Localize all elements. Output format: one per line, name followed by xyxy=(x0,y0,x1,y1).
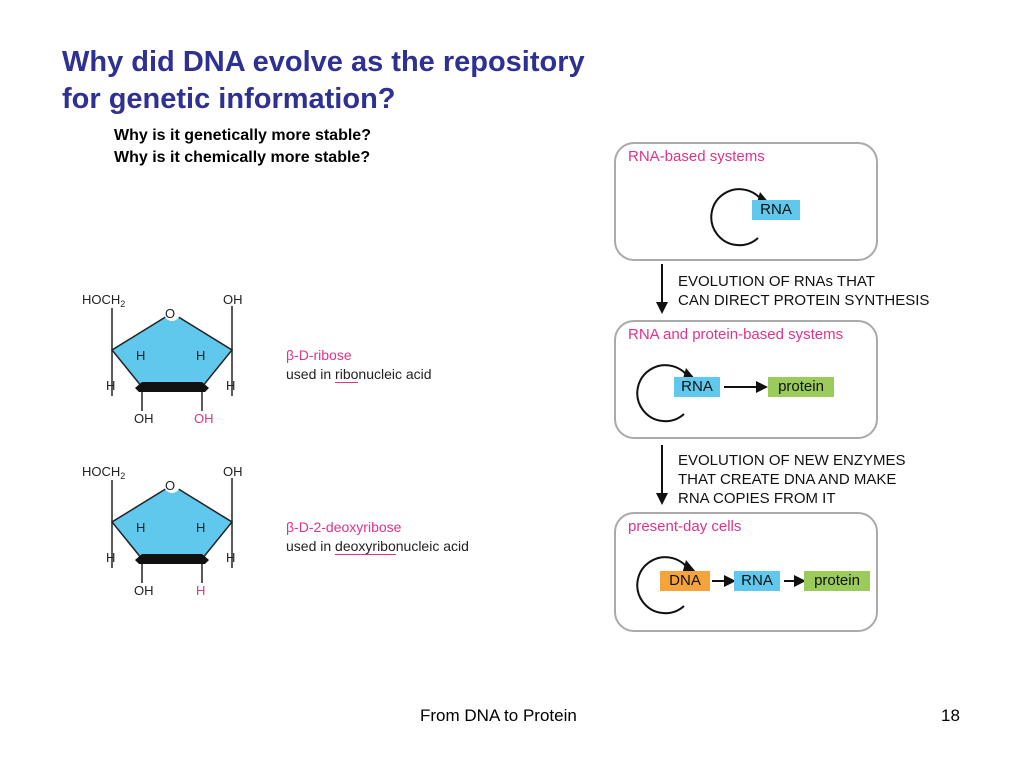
down-arrow-1 xyxy=(656,264,668,314)
sub-question-genetic: Why is it genetically more stable? xyxy=(114,127,371,144)
usage-underlined: ribo xyxy=(335,366,359,383)
self-replication-cycle-arrow xyxy=(636,556,696,615)
evolution-step-1-line-1: EVOLUTION OF RNAs THAT xyxy=(678,273,875,290)
outer-h-right-label: H xyxy=(226,550,236,565)
top-oh-label: OH xyxy=(223,464,243,479)
protein-box: protein xyxy=(768,377,834,397)
outer-h-left-label: H xyxy=(106,550,116,565)
deoxyribose-ring-drawing xyxy=(110,477,234,583)
hoch2-label: HOCH2 xyxy=(82,464,125,481)
inner-h-left-label: H xyxy=(136,348,146,363)
hoch2-label: HOCH2 xyxy=(82,292,125,309)
deoxyribose-structure: HOCH2 O OH H H H H OH H β-D-2-deoxyribos… xyxy=(72,458,532,608)
outer-h-right-label: H xyxy=(226,378,236,393)
panel-title: RNA and protein-based systems xyxy=(628,326,844,343)
ribose-ring-drawing xyxy=(110,305,234,411)
deoxyribose-name: β-D-2-deoxyribose xyxy=(286,519,402,535)
panel-title: RNA-based systems xyxy=(628,148,765,165)
ribose-name: β-D-ribose xyxy=(286,347,352,363)
hoch-text: HOCH xyxy=(82,292,121,307)
usage-suffix: nucleic acid xyxy=(358,366,432,382)
panel-rna-and-protein-systems: RNA and protein-based systems RNA protei… xyxy=(614,320,878,439)
dna-box: DNA xyxy=(660,571,710,591)
evolution-step-2: EVOLUTION OF NEW ENZYMES THAT CREATE DNA… xyxy=(678,451,906,508)
protein-box: protein xyxy=(804,571,870,591)
deoxyribose-caption: β-D-2-deoxyribose used in deoxyribonucle… xyxy=(286,518,469,556)
rna-to-protein-arrow xyxy=(784,575,806,587)
hoch-subscript: 2 xyxy=(120,471,126,481)
usage-prefix: used in xyxy=(286,366,336,382)
ring-oxygen-label: O xyxy=(165,306,176,321)
panel-present-day-cells: present-day cells DNA RNA protein xyxy=(614,512,878,632)
ring-oxygen-label: O xyxy=(165,478,176,493)
sub-questions: Why is it genetically more stable? Why i… xyxy=(114,125,371,169)
evolution-step-2-line-1: EVOLUTION OF NEW ENZYMES xyxy=(678,452,906,469)
footer-title: From DNA to Protein xyxy=(420,706,577,725)
panel-title: present-day cells xyxy=(628,518,742,535)
rna-box: RNA xyxy=(674,377,720,397)
usage-prefix: used in xyxy=(286,538,336,554)
sub-question-chemical: Why is it chemically more stable? xyxy=(114,149,371,166)
two-prime-oh-label: OH xyxy=(194,411,214,426)
top-oh-label: OH xyxy=(223,292,243,307)
inner-h-left-label: H xyxy=(136,520,146,535)
rna-box: RNA xyxy=(752,200,800,220)
usage-underlined: deoxyribo xyxy=(335,538,396,555)
inner-h-right-label: H xyxy=(196,520,206,535)
outer-h-left-label: H xyxy=(106,378,116,393)
title-line-2: for genetic information? xyxy=(62,83,396,115)
usage-suffix: nucleic acid xyxy=(395,538,469,554)
ribose-usage: used in ribonucleic acid xyxy=(286,365,432,384)
bottom-left-oh-label: OH xyxy=(134,411,154,426)
ribose-caption: β-D-ribose used in ribonucleic acid xyxy=(286,346,432,384)
two-prime-h-label: H xyxy=(196,583,206,598)
inner-h-right-label: H xyxy=(196,348,206,363)
dna-to-rna-arrow xyxy=(712,575,736,587)
evolution-step-2-line-2: THAT CREATE DNA AND MAKE xyxy=(678,471,897,488)
panel-rna-based-systems: RNA-based systems RNA xyxy=(614,142,878,261)
evolution-step-1: EVOLUTION OF RNAs THAT CAN DIRECT PROTEI… xyxy=(678,272,929,310)
ribose-structure: HOCH2 O OH H H H H OH OH β-D-ribose used… xyxy=(72,286,532,436)
page-number: 18 xyxy=(941,706,960,725)
slide-title: Why did DNA evolve as the repository for… xyxy=(62,44,585,118)
title-line-1: Why did DNA evolve as the repository xyxy=(62,46,585,78)
rna-to-protein-arrow xyxy=(724,381,768,393)
bottom-left-oh-label: OH xyxy=(134,583,154,598)
hoch-text: HOCH xyxy=(82,464,121,479)
deoxyribose-usage: used in deoxyribonucleic acid xyxy=(286,537,469,556)
rna-box: RNA xyxy=(734,571,780,591)
hoch-subscript: 2 xyxy=(120,299,126,309)
evolution-step-1-line-2: CAN DIRECT PROTEIN SYNTHESIS xyxy=(678,292,930,309)
evolution-step-2-line-3: RNA COPIES FROM IT xyxy=(678,490,836,507)
down-arrow-2 xyxy=(656,445,668,505)
